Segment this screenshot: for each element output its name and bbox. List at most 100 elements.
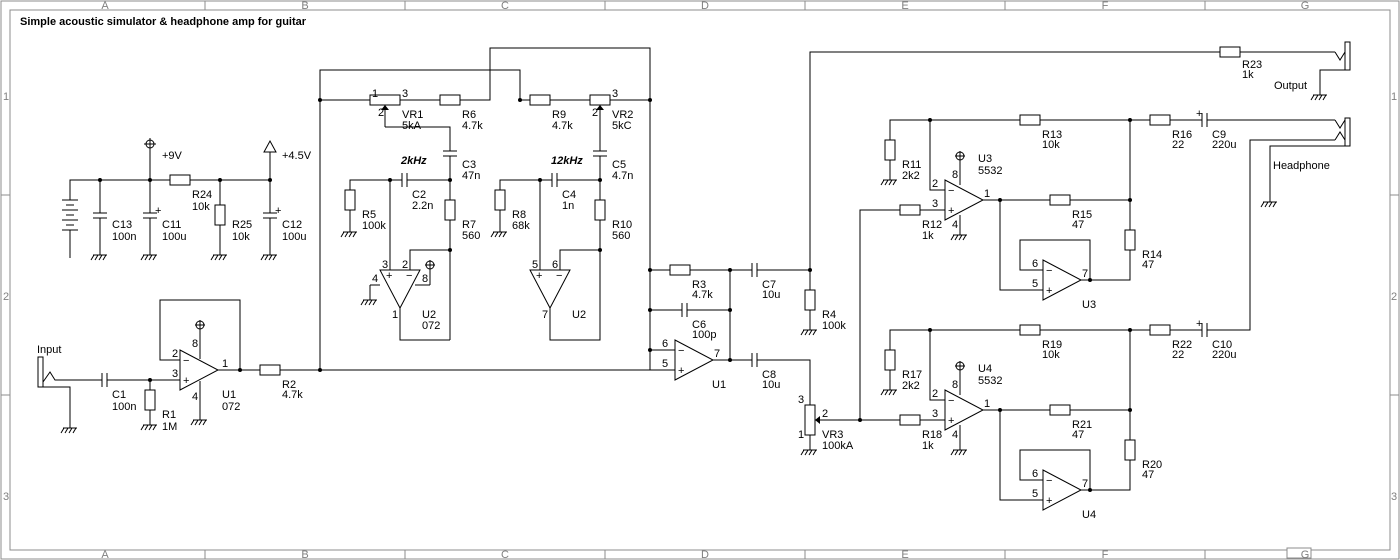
ground-icon xyxy=(260,254,277,261)
svg-text:+: + xyxy=(1196,108,1202,120)
headphone-label: Headphone xyxy=(1273,160,1330,172)
grid-col-f-bottom: F xyxy=(1102,549,1109,560)
ground-icon xyxy=(360,299,377,306)
ground-icon xyxy=(950,234,967,241)
grid-col-g-top: G xyxy=(1301,0,1310,12)
pin-vr3-2: 2 xyxy=(822,408,828,420)
grid-labels: A B C D E F G A B C D E F G 1 2 3 1 2 3 xyxy=(3,0,1397,560)
value-c6: 100p xyxy=(692,329,716,341)
label-r22: R22 xyxy=(1172,339,1192,351)
label-r11: R11 xyxy=(902,159,921,171)
value-c1: 100n xyxy=(112,401,136,413)
ground-symbols xyxy=(60,94,1327,456)
mixer-stage: − + xyxy=(648,51,1220,450)
amp-u3: − + − + + xyxy=(858,108,1335,422)
pin-u2a-out: 1 xyxy=(392,309,398,321)
value-u1a: 072 xyxy=(222,401,240,413)
label-u1b: U1 xyxy=(712,379,726,391)
value-r14: 47 xyxy=(1142,259,1154,271)
label-r12: R12 xyxy=(922,219,942,231)
pin-u3b-in-pos: 5 xyxy=(1032,278,1038,290)
label-c12: C12 xyxy=(282,219,302,231)
ground-icon xyxy=(800,329,817,336)
value-r15: 47 xyxy=(1072,219,1084,231)
svg-text:+: + xyxy=(183,375,189,387)
freq-12khz-label: 12kHz xyxy=(551,155,583,167)
label-r4: R4 xyxy=(822,309,836,321)
pin-u3a-vcc: 8 xyxy=(952,169,958,181)
pin-vr1-1: 1 xyxy=(372,88,378,100)
value-r12: 1k xyxy=(922,230,934,242)
svg-text:−: − xyxy=(948,395,954,407)
value-r11: 2k2 xyxy=(902,170,920,182)
value-r21: 47 xyxy=(1072,429,1084,441)
svg-text:−: − xyxy=(556,270,562,282)
svg-text:+: + xyxy=(1046,285,1052,297)
pin-vr3-1: 1 xyxy=(798,429,804,441)
grid-col-e-top: E xyxy=(901,0,908,12)
pin-u1a-out: 1 xyxy=(222,358,228,370)
value-r9: 4.7k xyxy=(552,120,573,132)
pin-u2a-gnd: 4 xyxy=(372,273,378,285)
ground-icon xyxy=(490,231,507,238)
plus-9v-terminal-icon xyxy=(144,138,156,180)
label-r23: R23 xyxy=(1242,59,1262,71)
value-r10: 560 xyxy=(612,230,630,242)
v45-label: +4.5V xyxy=(282,150,312,162)
component-labels: C13 100n C11 100u R24 10k R25 10k C12 10… xyxy=(112,59,1262,521)
u4-vcc-terminal-icon xyxy=(955,361,965,380)
pin-u4a-in-neg: 2 xyxy=(932,388,938,400)
schematic-title: Simple acoustic simulator & headphone am… xyxy=(20,16,307,28)
label-r15: R15 xyxy=(1072,209,1092,221)
power-supply: +9V +4.5V + + xyxy=(62,138,312,258)
label-r25: R25 xyxy=(232,219,252,231)
output-section: Output Headphone xyxy=(1219,41,1351,202)
svg-text:+: + xyxy=(948,415,954,427)
pin-u1b-out: 7 xyxy=(714,348,720,360)
value-c9: 220u xyxy=(1212,139,1236,151)
input-label: Input xyxy=(37,344,61,356)
pin-u3a-in-neg: 2 xyxy=(932,178,938,190)
pin-vr2-3: 3 xyxy=(612,88,618,100)
grid-col-b-bottom: B xyxy=(301,549,308,560)
pin-u3b-in-neg: 6 xyxy=(1032,258,1038,270)
label-r17: R17 xyxy=(902,369,922,381)
value-r13: 10k xyxy=(1042,139,1060,151)
pin-vr1-2: 2 xyxy=(378,107,384,119)
label-r13: R13 xyxy=(1042,129,1062,141)
grid-col-e-bottom: E xyxy=(901,549,908,560)
value-vr1: 5kA xyxy=(402,120,422,132)
label-r24: R24 xyxy=(192,189,212,201)
label-c8: C8 xyxy=(762,369,776,381)
value-r4: 100k xyxy=(822,320,846,332)
label-c11: C11 xyxy=(162,219,181,231)
label-c2: C2 xyxy=(412,189,426,201)
grid-row-3-left: 3 xyxy=(3,491,9,503)
value-c4: 1n xyxy=(562,200,574,212)
pin-u2a-in-pos: 3 xyxy=(382,259,388,271)
label-c1: C1 xyxy=(112,389,126,401)
tone-filters: + − xyxy=(318,47,652,370)
value-r22: 22 xyxy=(1172,349,1184,361)
ground-icon xyxy=(210,254,227,261)
pin-u1b-in-neg: 6 xyxy=(662,338,668,350)
value-c13: 100n xyxy=(112,231,136,243)
label-c9: C9 xyxy=(1212,129,1226,141)
input-jack-icon xyxy=(37,356,100,428)
grid-col-a-top: A xyxy=(101,0,109,12)
value-r3: 4.7k xyxy=(692,289,713,301)
pin-u4b-out: 7 xyxy=(1082,478,1088,490)
pin-u3a-gnd: 4 xyxy=(952,219,958,231)
label-c5: C5 xyxy=(612,159,626,171)
grid-row-1-left: 1 xyxy=(3,91,9,103)
svg-text:+: + xyxy=(536,270,542,282)
freq-2khz-label: 2kHz xyxy=(400,155,427,167)
pin-vr2-2: 2 xyxy=(592,107,598,119)
pin-u4a-gnd: 4 xyxy=(952,429,958,441)
value-c10: 220u xyxy=(1212,349,1236,361)
value-r6: 4.7k xyxy=(462,120,483,132)
ground-icon xyxy=(190,419,207,426)
ground-icon xyxy=(140,254,157,261)
pin-u1a-vcc: 8 xyxy=(192,338,198,350)
u1-vcc-terminal-icon xyxy=(195,320,205,345)
